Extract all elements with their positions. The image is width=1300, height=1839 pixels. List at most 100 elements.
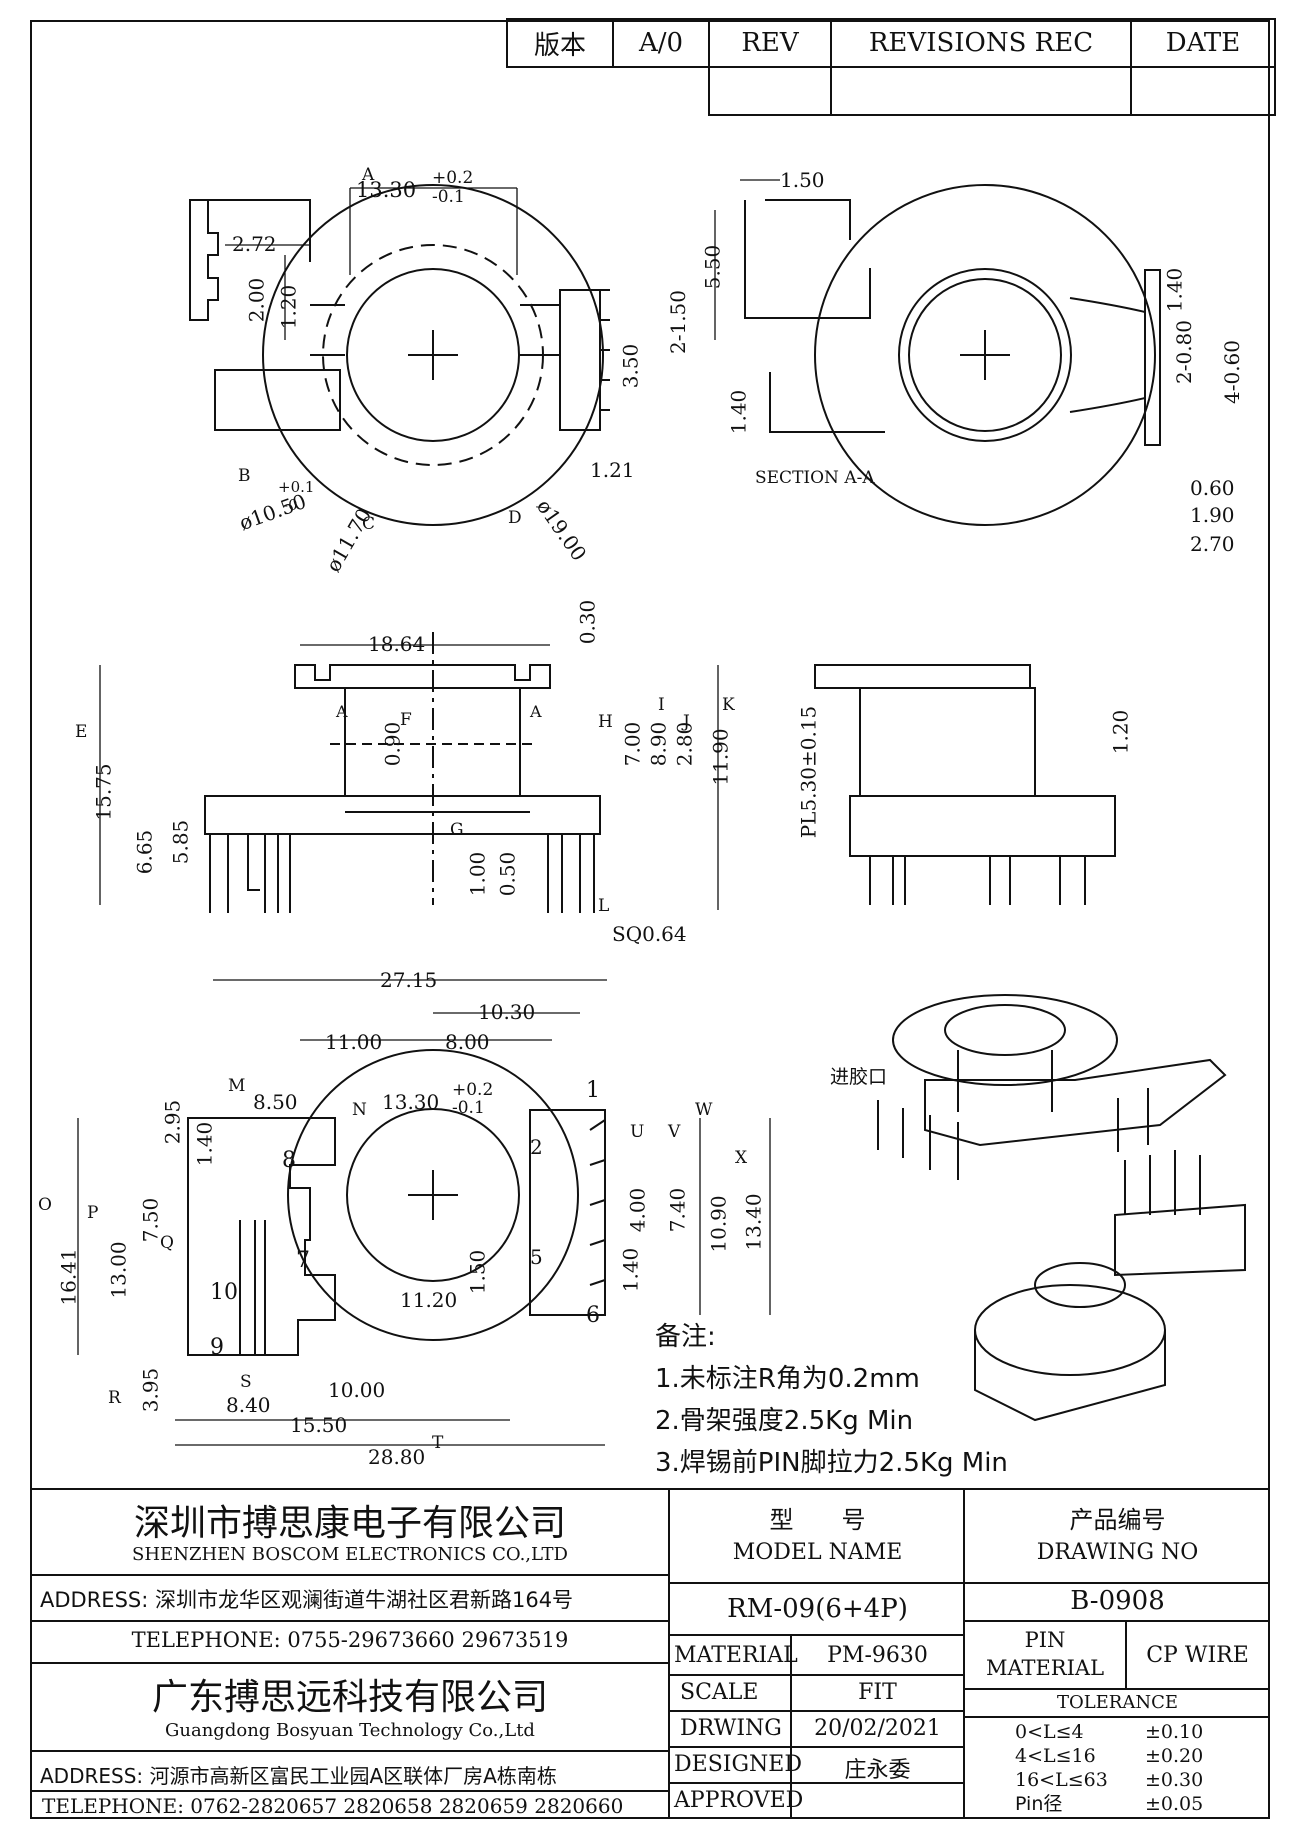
dim-10-30: 10.30 xyxy=(478,1000,536,1024)
dim-10-00: 10.00 xyxy=(328,1378,386,1402)
drawing-cn: 产品编号 xyxy=(1069,1506,1166,1534)
dim-1-90: 1.90 xyxy=(1190,503,1235,527)
right-terminal-block xyxy=(559,289,601,431)
iso-top-pins xyxy=(877,1088,1149,1180)
front-bottom-flange xyxy=(204,795,601,835)
dim-1-00: 1.00 xyxy=(465,851,490,897)
section-mark-right: A xyxy=(530,702,542,721)
model-value: RM-09(6+4P) xyxy=(727,1594,908,1624)
marker-n: N xyxy=(352,1100,367,1120)
model-header-cell xyxy=(670,1488,965,1584)
spec-rows xyxy=(670,1636,965,1819)
tol-minus-top: -0.1 xyxy=(432,187,465,207)
dim-28-80: 28.80 xyxy=(368,1445,426,1469)
dim-0-60: 0.60 xyxy=(1190,476,1235,500)
drawing-en: DRAWING NO xyxy=(1036,1540,1199,1565)
dim-3-50: 3.50 xyxy=(618,343,643,389)
iso-bottom-pins xyxy=(1124,1150,1201,1215)
date-cell xyxy=(1130,66,1276,116)
section-mark-left: A xyxy=(336,702,348,721)
designed-value: 庄永委 xyxy=(844,1758,911,1783)
dim-2-72: 2.72 xyxy=(232,232,277,256)
marker-x: X xyxy=(735,1148,748,1168)
dim-1-50-bottom: 1.50 xyxy=(465,1249,490,1295)
core-hole xyxy=(346,268,520,442)
side-bottom-flange xyxy=(849,795,1116,857)
dim-1-20-side: 1.20 xyxy=(1108,709,1133,755)
iso-top-hole xyxy=(944,1004,1066,1056)
iso-bottom-terminal xyxy=(1114,1203,1246,1277)
telephone2: TELEPHONE: 0762-2820657 2820658 2820659 … xyxy=(42,1794,624,1818)
dim-0-90: 0.90 xyxy=(380,721,405,767)
tolerance-values: ±0.10 ±0.20 ±0.30 ±0.05 xyxy=(1145,1720,1203,1816)
dim-b-tol-plus: +0.1 xyxy=(278,478,315,496)
company1-cn: 深圳市搏思康电子有限公司 xyxy=(133,1503,566,1544)
left-block-top xyxy=(208,199,311,262)
telephone1: TELEPHONE: 0755-29673660 29673519 xyxy=(131,1628,569,1652)
dim-15-50: 15.50 xyxy=(290,1413,348,1437)
section-label: SECTION A-A xyxy=(755,468,875,488)
note-3: 3.焊锡前PIN脚拉力2.5Kg Min xyxy=(655,1448,1008,1478)
iso-top-base xyxy=(924,1058,1227,1147)
bottom-view xyxy=(187,1049,606,1356)
dim-8-50: 8.50 xyxy=(253,1090,298,1114)
gate-label: 进胶口 xyxy=(830,1066,888,1088)
tol-value-1: ±0.10 xyxy=(1145,1721,1204,1743)
bottom-pin-channels xyxy=(239,1220,266,1355)
iso-top-flange xyxy=(892,994,1118,1086)
model-cn: 型 号 xyxy=(769,1506,866,1534)
dim-1-40-section-left: 1.40 xyxy=(726,389,751,435)
dim-16-41: 16.41 xyxy=(56,1248,81,1306)
pin-8-label: 8 xyxy=(282,1148,296,1173)
marker-b: B xyxy=(238,466,251,486)
section-pin-upper xyxy=(1069,297,1146,313)
front-pins xyxy=(209,834,595,913)
side-winding-area xyxy=(859,687,1036,797)
address1: ADDRESS: 深圳市龙华区观澜街道牛湖社区君新路164号 xyxy=(40,1588,574,1612)
side-pins xyxy=(869,856,1086,905)
drawing-label: DRWING xyxy=(680,1716,782,1741)
dim-15-75: 15.75 xyxy=(91,763,116,821)
dim-7-50: 7.50 xyxy=(138,1197,163,1243)
front-winding-area xyxy=(344,687,521,797)
pin-2-label: 2 xyxy=(530,1135,543,1159)
dim-0-50: 0.50 xyxy=(495,851,520,897)
dim-8-90: 8.90 xyxy=(646,721,671,767)
address2: ADDRESS: 河源市高新区富民工业园A区联体厂房A栋南栋 xyxy=(40,1764,557,1788)
dim-2-00: 2.00 xyxy=(244,277,269,323)
marker-q: Q xyxy=(160,1233,174,1253)
tol-value-4: ±0.05 xyxy=(1145,1793,1204,1815)
material-value: PM-9630 xyxy=(827,1643,928,1668)
dimension-lines xyxy=(77,179,780,1446)
title-block xyxy=(30,1488,1270,1819)
section-left-bottom xyxy=(769,372,885,433)
section-right-terminal xyxy=(1144,269,1161,446)
marker-f: F xyxy=(400,710,412,730)
tol-range-1: 0<L≤4 xyxy=(1015,1721,1084,1743)
company-panel xyxy=(30,1488,670,1819)
marker-m: M xyxy=(228,1076,246,1096)
tol-range-3: 16<L≤63 xyxy=(1015,1769,1108,1791)
model-en: MODEL NAME xyxy=(732,1540,903,1565)
dim-8-00: 8.00 xyxy=(445,1030,490,1054)
dim-1-20: 1.20 xyxy=(276,284,301,330)
drawing-date: 20/02/2021 xyxy=(814,1716,941,1741)
flange-outline xyxy=(262,184,604,526)
bottom-left-block xyxy=(187,1117,336,1356)
iso-view-top xyxy=(877,994,1227,1180)
top-view xyxy=(189,184,610,526)
right-pin-stubs xyxy=(600,289,610,411)
note-1: 1.未标注R角为0.2mm xyxy=(655,1364,920,1394)
dim-7-40: 7.40 xyxy=(665,1187,690,1233)
company2-cn: 广东搏思远科技有限公司 xyxy=(151,1677,548,1718)
dim-2-80: 2.80 xyxy=(672,721,697,767)
front-top-flange xyxy=(294,664,551,689)
dim-6-65: 6.65 xyxy=(132,829,157,875)
front-view xyxy=(204,632,601,913)
dim-5-50: 5.50 xyxy=(700,244,725,290)
tol-minus-bottom: -0.1 xyxy=(452,1098,485,1118)
dim-10-90: 10.90 xyxy=(706,1195,731,1253)
marker-d: D xyxy=(508,508,522,528)
dim-3-95: 3.95 xyxy=(138,1367,163,1413)
